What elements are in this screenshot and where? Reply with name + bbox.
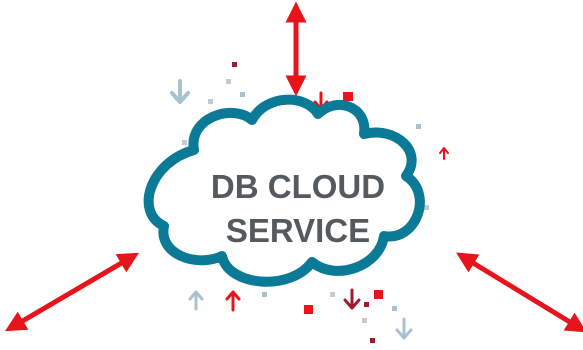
connector-right-arrow — [456, 252, 583, 333]
up-arrow-icon — [188, 290, 204, 311]
decor-square — [262, 292, 267, 297]
connector-left-arrow — [4, 252, 140, 332]
decor-square — [374, 290, 383, 299]
connectors — [4, 1, 583, 333]
decor-square — [182, 140, 187, 145]
down-arrow-icon — [395, 317, 413, 340]
decor-square — [343, 92, 353, 101]
decor-square — [330, 292, 335, 297]
decor-square — [424, 205, 429, 210]
decor-square — [370, 338, 375, 343]
down-arrow-icon — [170, 79, 190, 104]
decor-square — [226, 79, 231, 84]
decor-square — [208, 99, 213, 104]
cloud-label-line2: SERVICE — [226, 212, 370, 249]
decor-square — [392, 306, 397, 311]
up-arrow-icon — [225, 290, 241, 312]
decor-square — [304, 305, 313, 314]
up-arrow-icon — [439, 147, 449, 160]
decor-square — [232, 62, 237, 67]
down-arrow-icon — [343, 288, 361, 310]
decor-square — [362, 318, 367, 323]
decor-square — [416, 124, 421, 129]
cloud-shape — [143, 94, 425, 287]
decor-square — [240, 92, 245, 97]
decor-square — [364, 302, 369, 307]
cloud-label-line1: DB CLOUD — [211, 168, 385, 205]
